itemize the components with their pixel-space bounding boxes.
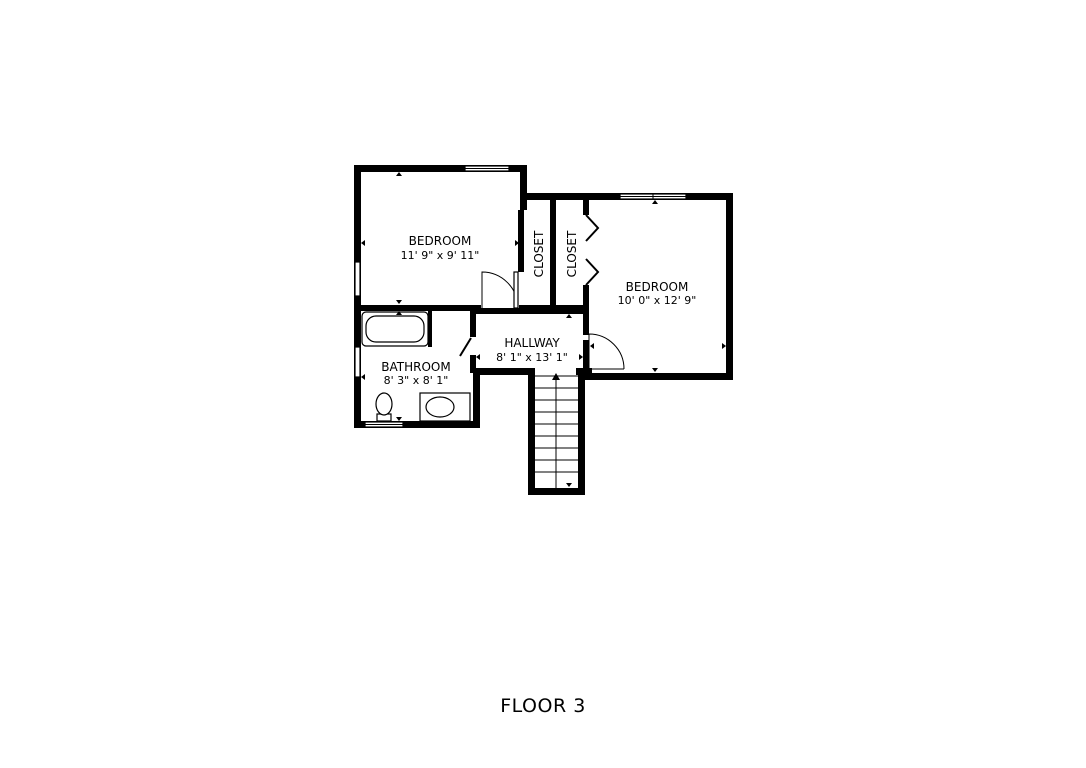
bathroom-fixtures — [361, 311, 471, 422]
room-labels: BEDROOM 11' 9" x 9' 11" BEDROOM 10' 0" x… — [381, 230, 696, 387]
bedroom-left-dims: 11' 9" x 9' 11" — [401, 249, 480, 262]
interior-walls — [354, 200, 589, 375]
bathroom-name: BATHROOM — [381, 360, 450, 374]
vanity — [419, 392, 471, 422]
toilet — [375, 392, 393, 422]
closet-right-name: CLOSET — [565, 230, 579, 277]
hallway-dims: 8' 1" x 13' 1" — [496, 351, 568, 364]
closet-left-name: CLOSET — [532, 230, 546, 277]
doors — [459, 214, 625, 370]
bathroom-dims: 8' 3" x 8' 1" — [384, 374, 449, 387]
bedroom-right-dims: 10' 0" x 12' 9" — [618, 294, 697, 307]
bedroom-left-name: BEDROOM — [409, 234, 472, 248]
bedroom-right-name: BEDROOM — [626, 280, 689, 294]
hallway-name: HALLWAY — [504, 336, 560, 350]
windows — [354, 165, 687, 428]
stairs — [535, 373, 578, 488]
floor-label: FLOOR 3 — [500, 695, 586, 717]
dimension-markers — [361, 172, 726, 487]
